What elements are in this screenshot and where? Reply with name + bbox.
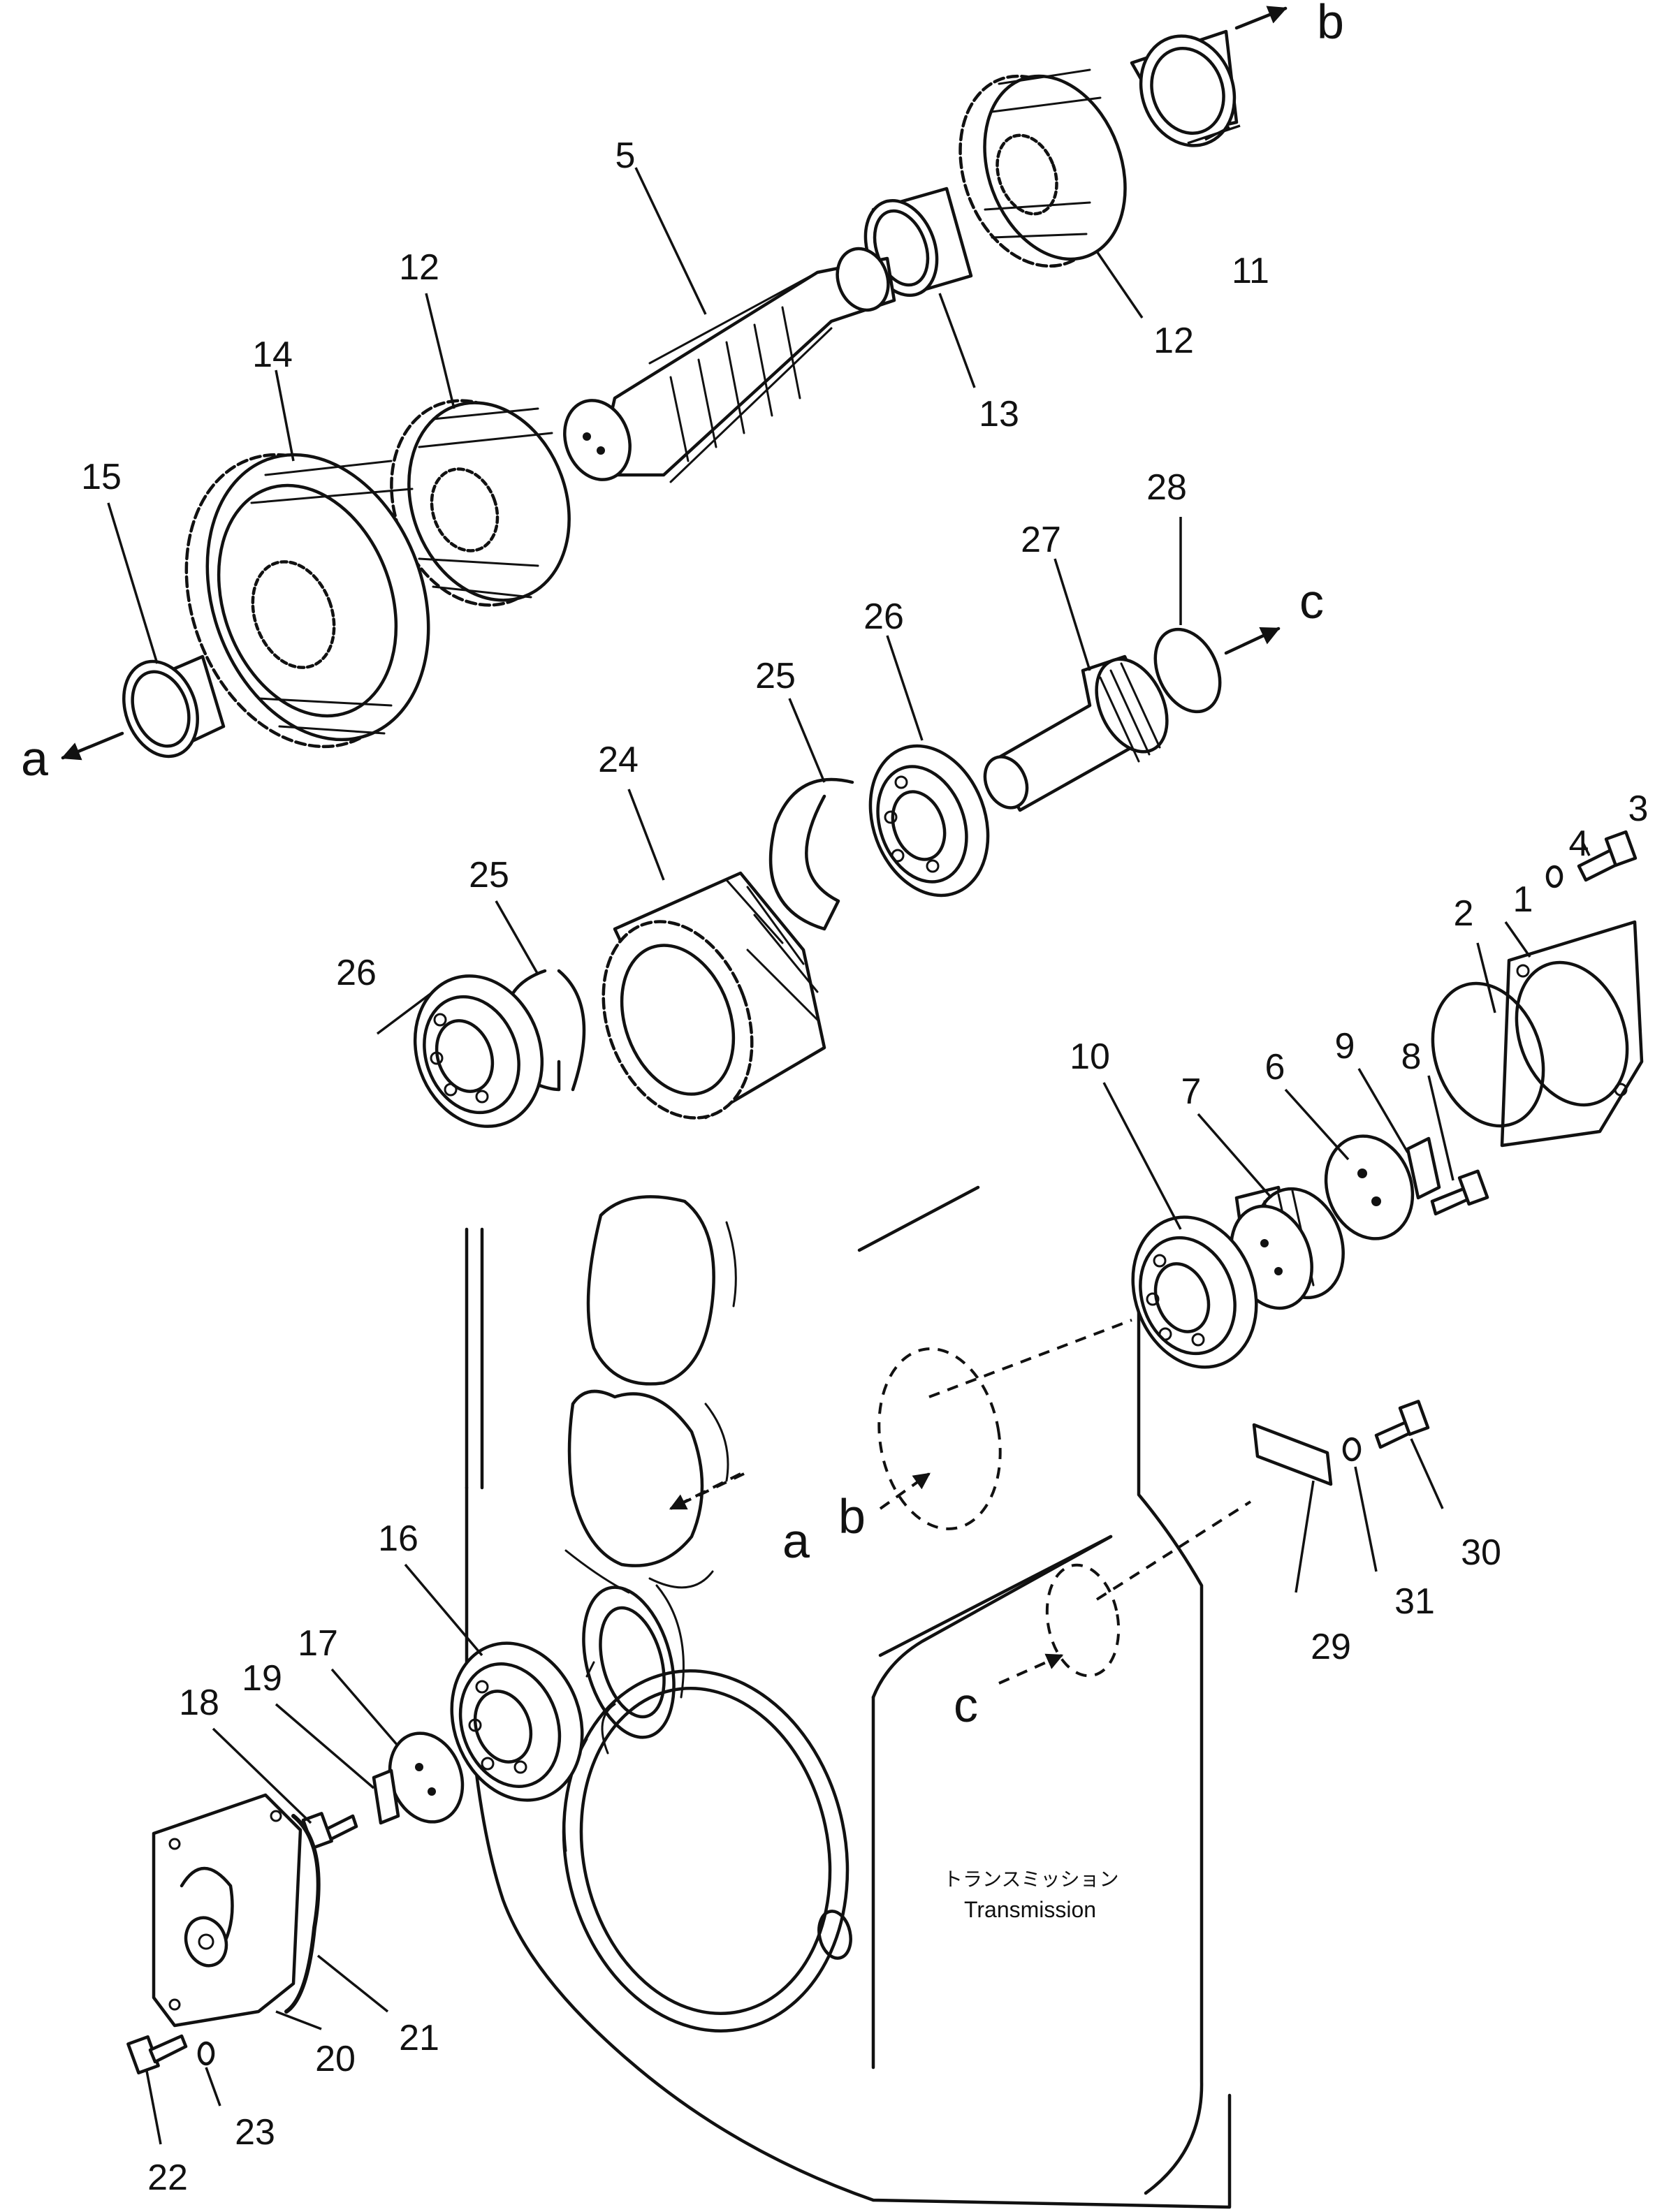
gear-12-right — [958, 68, 1127, 268]
label-31: 31 — [1394, 1581, 1435, 1622]
bushing-15 — [122, 654, 226, 759]
arrow-a-top — [61, 731, 124, 761]
label-7: 7 — [1181, 1071, 1202, 1112]
arrow-c-case — [998, 1653, 1064, 1685]
label-16: 16 — [378, 1518, 418, 1559]
label-26-lower: 26 — [336, 953, 377, 993]
lock-plate-19 — [372, 1768, 400, 1825]
bearing-10 — [1131, 1215, 1258, 1369]
washer-23 — [197, 2041, 215, 2066]
cover-1 — [1500, 920, 1644, 1148]
lock-plate-9 — [1406, 1136, 1441, 1200]
bearing-16 — [450, 1641, 584, 1802]
label-30: 30 — [1461, 1532, 1501, 1573]
label-5: 5 — [615, 135, 636, 176]
label-22: 22 — [147, 2158, 188, 2198]
label-26-upper: 26 — [863, 596, 904, 637]
label-12-right: 12 — [1153, 321, 1194, 361]
label-25-upper: 25 — [755, 656, 796, 696]
ref-c-case: c — [954, 1678, 978, 1732]
lock-plate-29 — [1252, 1423, 1333, 1486]
arrow-b-top — [1234, 6, 1288, 30]
label-25-lower: 25 — [469, 855, 509, 895]
reference-letters: b a c a b c — [21, 0, 1344, 1732]
arrow-b-case — [879, 1472, 931, 1510]
caption-english: Transmission — [964, 1897, 1096, 1922]
part-number-labels: 11 12 13 5 12 14 15 28 27 26 25 24 25 26… — [81, 135, 1648, 2198]
label-12-left: 12 — [399, 247, 439, 288]
gear-24 — [602, 871, 826, 1120]
label-14: 14 — [252, 335, 293, 375]
ref-a-case: a — [782, 1514, 810, 1568]
ref-a-top: a — [21, 731, 48, 786]
ref-c-top: c — [1299, 574, 1324, 629]
label-29: 29 — [1311, 1627, 1351, 1667]
bolt-8 — [1430, 1169, 1489, 1216]
label-15: 15 — [81, 457, 122, 497]
align-c — [1095, 1500, 1252, 1601]
bolt-3 — [1577, 830, 1638, 882]
label-1: 1 — [1513, 879, 1533, 920]
leader-lines — [107, 124, 1591, 2145]
washer-4 — [1545, 865, 1563, 888]
label-24: 24 — [598, 740, 639, 780]
transmission-case — [465, 1185, 1232, 2209]
label-3: 3 — [1628, 789, 1649, 829]
label-27: 27 — [1021, 520, 1061, 560]
label-18: 18 — [179, 1683, 219, 1723]
o-ring-2 — [1431, 981, 1545, 1128]
washer-31 — [1342, 1437, 1362, 1462]
cover-20 — [152, 1793, 302, 2028]
bearing-26-lower — [413, 974, 544, 1128]
arrow-a-case — [669, 1472, 741, 1510]
shaft-27 — [983, 654, 1169, 812]
label-9: 9 — [1335, 1026, 1355, 1067]
retainer-6 — [1324, 1134, 1415, 1240]
gear-14 — [184, 453, 430, 749]
label-28: 28 — [1146, 467, 1187, 508]
ref-b-top: b — [1317, 0, 1344, 49]
caption-japanese: トランスミッション — [943, 1868, 1118, 1891]
arrow-c-top — [1224, 627, 1281, 655]
snap-ring-25-lower-b — [557, 969, 586, 1092]
ref-b-case: b — [838, 1489, 866, 1544]
snap-ring-25-upper — [768, 777, 854, 931]
bearing-26-upper — [868, 744, 990, 898]
bore-c-outline — [1045, 1563, 1121, 1678]
label-11: 11 — [1232, 251, 1269, 291]
label-4: 4 — [1569, 823, 1589, 864]
label-6: 6 — [1265, 1047, 1285, 1087]
bolt-22 — [126, 2034, 188, 2075]
gear-12-left — [390, 399, 571, 607]
label-21: 21 — [399, 2018, 439, 2058]
bushing-11 — [1130, 29, 1239, 147]
label-23: 23 — [235, 2112, 275, 2153]
label-19: 19 — [242, 1658, 282, 1699]
shaft-5 — [563, 247, 896, 483]
o-ring-21 — [284, 1814, 321, 2014]
label-10: 10 — [1070, 1037, 1110, 1077]
o-ring-28 — [1153, 627, 1222, 714]
bolt-30 — [1374, 1400, 1430, 1449]
label-20: 20 — [315, 2039, 356, 2079]
bore-b-outline — [877, 1347, 1002, 1530]
label-8: 8 — [1401, 1037, 1422, 1077]
align-b — [928, 1319, 1132, 1398]
label-13: 13 — [979, 394, 1019, 434]
label-2: 2 — [1454, 893, 1474, 934]
label-17: 17 — [298, 1623, 338, 1664]
